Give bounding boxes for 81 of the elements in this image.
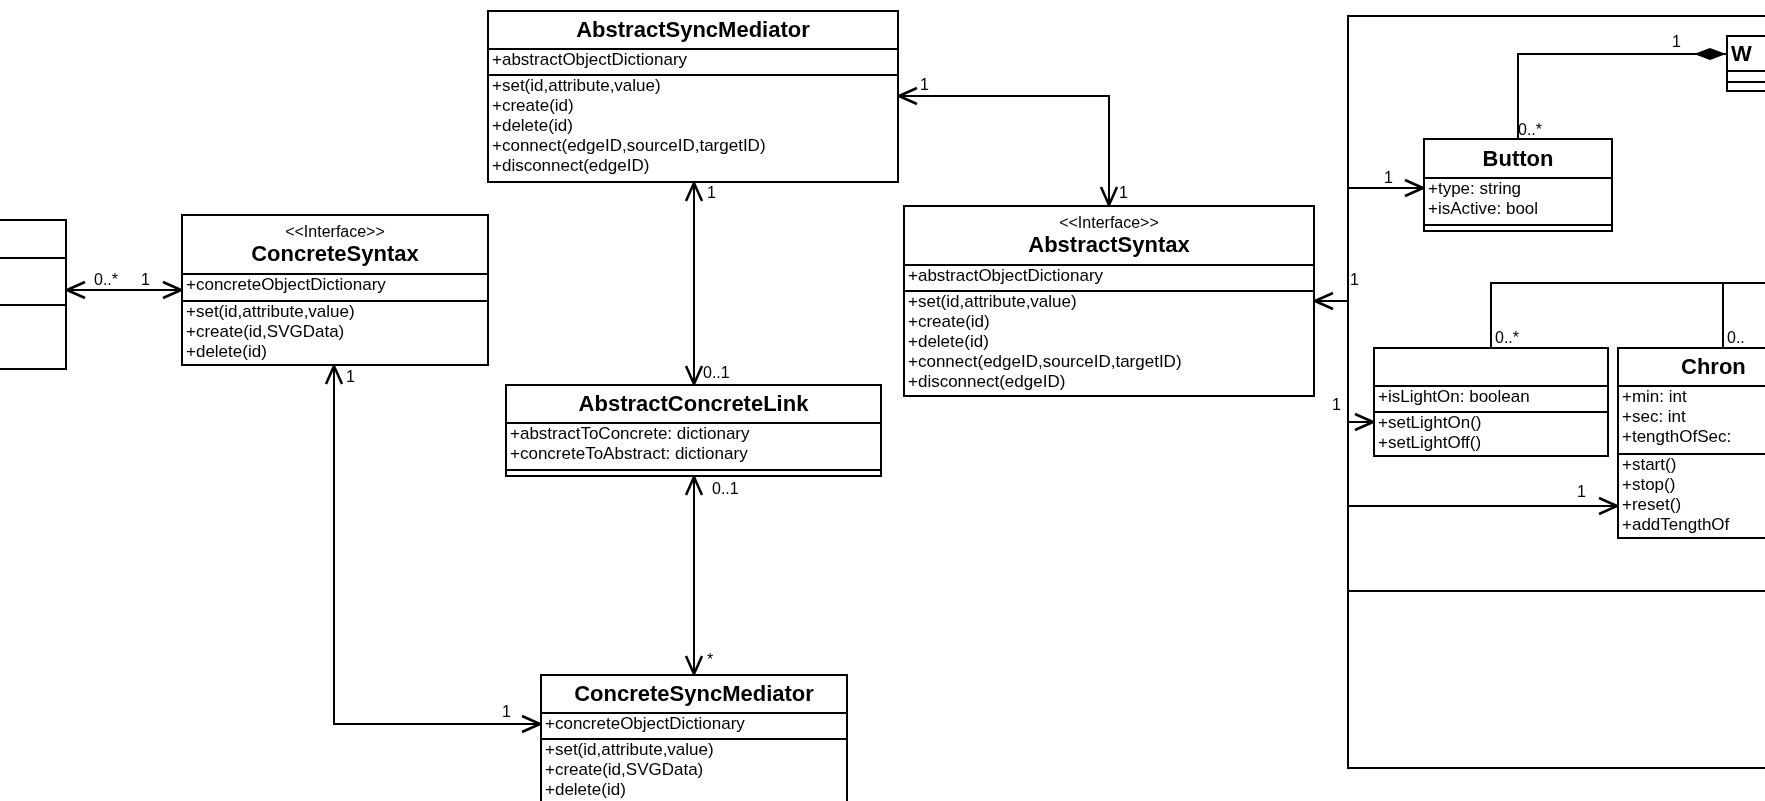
method-text: +create(id) [492, 96, 575, 116]
method-text: +disconnect(edgeID) [908, 372, 1067, 392]
class-name: ConcreteSyncMediator [574, 681, 814, 707]
multiplicity-label: 0..1 [712, 480, 739, 498]
method-text: +delete(id) [186, 342, 268, 362]
multiplicity-label: 0..* [1495, 329, 1519, 347]
association-arrow [324, 364, 542, 734]
multiplicity-label: 1 [1672, 33, 1681, 51]
multiplicity-label: 0.. [1727, 329, 1745, 347]
association-arrow [684, 475, 704, 676]
method-text: +start() [1622, 455, 1678, 475]
multiplicity-label: 1 [502, 703, 511, 721]
multiplicity-label: 0..* [94, 271, 118, 289]
class-name: Button [1482, 145, 1554, 172]
method-text: +connect(edgeID,sourceID,targetID) [908, 352, 1183, 372]
stereotype-label: <<Interface>> [285, 222, 385, 241]
multiplicity-label: 1 [1119, 184, 1128, 202]
class-box [1423, 138, 1613, 232]
attribute-text: +abstractToConcrete: dictionary [510, 424, 751, 444]
multiplicity-label: 1 [346, 368, 355, 386]
attribute-text: +concreteToAbstract: dictionary [510, 444, 749, 464]
multiplicity-label: 1 [1384, 169, 1393, 187]
association-arrow [1346, 178, 1425, 198]
multiplicity-label: 1 [707, 184, 716, 202]
attribute-text: +type: string [1428, 179, 1523, 199]
association-arrow [684, 181, 704, 386]
method-text: +reset() [1622, 495, 1683, 515]
class-name: AbstractSyncMediator [576, 17, 810, 43]
attribute-text: +isLightOn: boolean [1378, 387, 1531, 407]
attribute-text: +isActive: bool [1428, 199, 1540, 219]
class-name: ConcreteSyntax [251, 240, 419, 267]
method-text: +connect(edgeID,sourceID,targetID) [492, 136, 767, 156]
method-text: +set(id,attribute,value) [908, 292, 1078, 312]
class-box [540, 674, 848, 801]
method-text: +setLightOn() [1378, 413, 1483, 433]
method-text: +disconnect(edgeID) [492, 156, 651, 176]
multiplicity-label: * [707, 651, 714, 669]
attribute-text: +abstractObjectDictionary [908, 266, 1105, 286]
class-box [181, 214, 489, 366]
class-box [487, 10, 899, 183]
class-name: Chron [1681, 354, 1746, 380]
stereotype-label: <<Interface>> [1059, 213, 1159, 232]
method-text: +create(id,SVGData) [186, 322, 346, 342]
multiplicity-label: 1 [141, 271, 150, 289]
multiplicity-label: 1 [920, 76, 929, 94]
method-text: +stop() [1622, 475, 1677, 495]
attribute-text: +sec: int [1622, 407, 1687, 427]
class-box [1726, 35, 1765, 92]
class-box [505, 384, 882, 477]
association-line [1722, 282, 1765, 348]
multiplicity-label: 1 [1577, 483, 1586, 501]
attribute-text: +concreteObjectDictionary [545, 714, 746, 734]
method-text: +delete(id) [908, 332, 990, 352]
class-box [0, 219, 67, 370]
multiplicity-label: 1 [1350, 271, 1359, 289]
multiplicity-label: 0..1 [703, 364, 730, 382]
method-text: +set(id,attribute,value) [186, 302, 356, 322]
method-text: +delete(id) [492, 116, 574, 136]
composition-line [1517, 48, 1727, 139]
class-name: W [1731, 40, 1752, 67]
method-text: +addTengthOf [1622, 515, 1731, 535]
attribute-text: +abstractObjectDictionary [492, 50, 689, 70]
class-box [1347, 15, 1765, 769]
multiplicity-label: 0..* [1518, 121, 1542, 139]
class-box [1373, 347, 1609, 457]
class-box [903, 205, 1315, 397]
method-text: +set(id,attribute,value) [545, 740, 715, 760]
multiplicity-label: 1 [1332, 396, 1341, 414]
method-text: +setLightOff() [1378, 433, 1483, 453]
class-box [1617, 347, 1765, 539]
attribute-text: +tengthOfSec: [1622, 427, 1733, 447]
method-text: +create(id) [908, 312, 991, 332]
method-text: +create(id,SVGData) [545, 760, 705, 780]
method-text: +set(id,attribute,value) [492, 76, 662, 96]
association-arrow [1346, 412, 1375, 432]
method-text: +delete(id) [545, 780, 627, 800]
attribute-text: +min: int [1622, 387, 1688, 407]
class-name: AbstractConcreteLink [578, 391, 809, 417]
association-arrow [1346, 496, 1619, 516]
attribute-text: +concreteObjectDictionary [186, 275, 387, 295]
class-name: AbstractSyntax [1028, 231, 1190, 258]
